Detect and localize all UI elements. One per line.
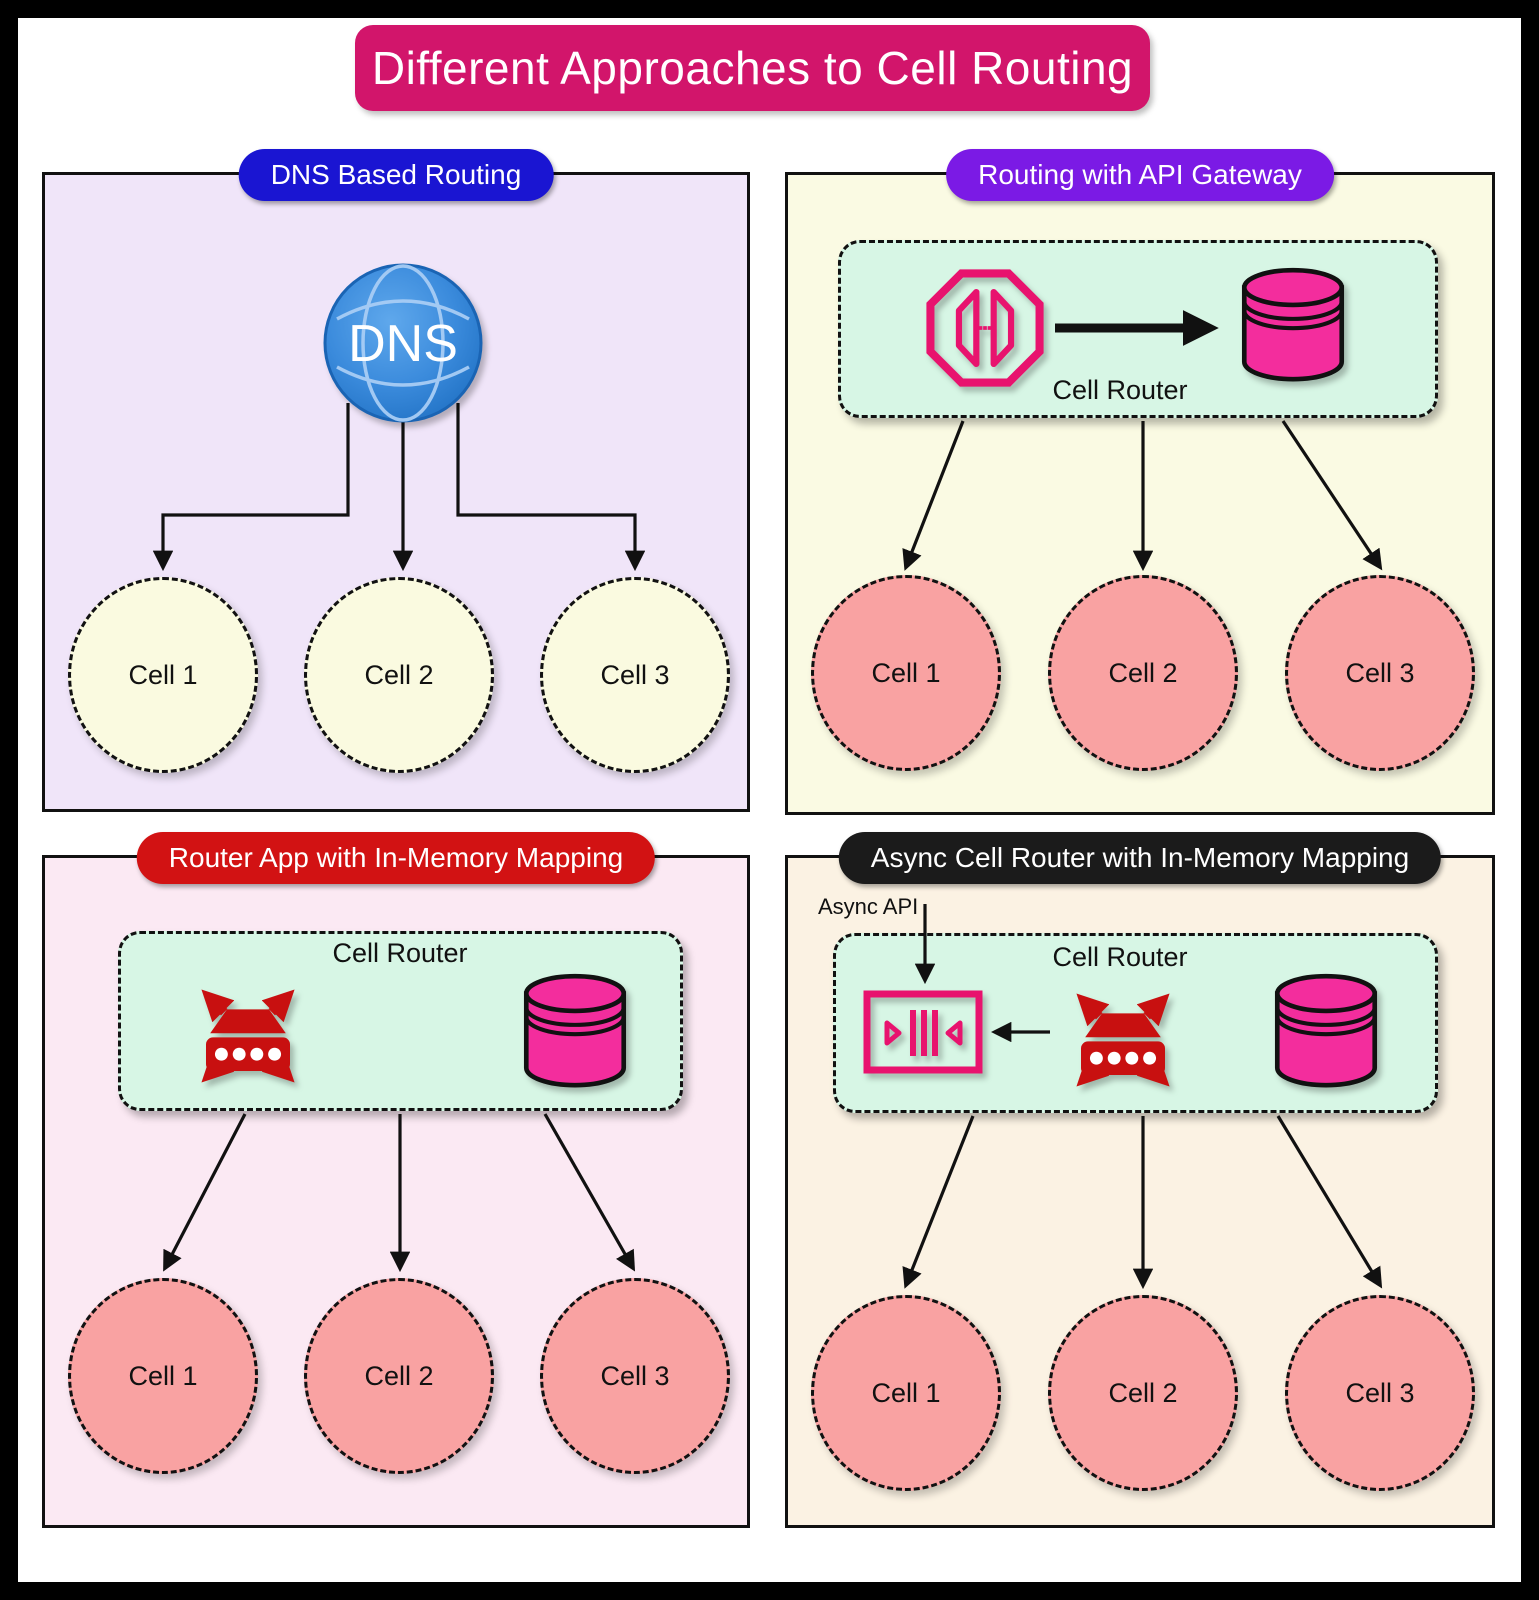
- cell-router-label: Cell Router: [1052, 942, 1188, 972]
- message-queue-icon: [863, 990, 983, 1074]
- panel-router-app: Router App with In-Memory Mapping Cell R…: [42, 832, 750, 1528]
- async-api-label: Async API: [818, 894, 919, 919]
- panel-title-api-gateway: Routing with API Gateway: [946, 149, 1334, 201]
- cell-router-label: Cell Router: [1052, 375, 1188, 405]
- cell-label: Cell 2: [1108, 1377, 1178, 1408]
- panel-async-cell-router: Async Cell Router with In-Memory Mapping…: [785, 832, 1495, 1528]
- cell-label: Cell 2: [1108, 657, 1178, 688]
- cell-node: Cell 3: [1285, 575, 1475, 771]
- cell-node: Cell 2: [304, 577, 494, 773]
- cell-node: Cell 1: [811, 575, 1001, 771]
- database-icon: [1268, 970, 1384, 1096]
- cell-router-label: Cell Router: [332, 938, 468, 968]
- cell-label: Cell 1: [871, 1377, 941, 1408]
- cell-label: Cell 1: [128, 659, 198, 690]
- cell-label: Cell 1: [871, 657, 941, 688]
- cell-node: Cell 1: [68, 577, 258, 773]
- cell-node: Cell 1: [68, 1278, 258, 1474]
- panel-dns-based-routing: DNS Based Routing: [42, 149, 750, 812]
- cell-label: Cell 2: [364, 1360, 434, 1391]
- router-icon: [1053, 970, 1193, 1110]
- dns-globe-icon: DNS: [321, 261, 485, 425]
- cell-label: Cell 3: [600, 1360, 670, 1391]
- cell-node: Cell 3: [540, 577, 730, 773]
- page-title: Different Approaches to Cell Routing: [355, 25, 1150, 111]
- panel-title-router-app: Router App with In-Memory Mapping: [136, 832, 656, 884]
- cell-node: Cell 2: [304, 1278, 494, 1474]
- cell-node: Cell 3: [1285, 1295, 1475, 1491]
- cell-label: Cell 3: [1345, 657, 1415, 688]
- database-icon: [1235, 264, 1351, 390]
- cell-node: Cell 2: [1048, 1295, 1238, 1491]
- router-icon: [178, 966, 318, 1106]
- panel-title-async-router: Async Cell Router with In-Memory Mapping: [838, 832, 1442, 884]
- cell-label: Cell 3: [600, 659, 670, 690]
- cell-label: Cell 1: [128, 1360, 198, 1391]
- cell-node: Cell 3: [540, 1278, 730, 1474]
- dns-globe-text: DNS: [348, 315, 458, 373]
- database-icon: [517, 970, 633, 1096]
- panel-api-gateway-routing: Routing with API Gateway: [785, 149, 1495, 815]
- panel-title-dns: DNS Based Routing: [238, 149, 554, 201]
- api-gateway-icon: [923, 266, 1047, 390]
- cell-label: Cell 3: [1345, 1377, 1415, 1408]
- cell-label: Cell 2: [364, 659, 434, 690]
- cell-node: Cell 2: [1048, 575, 1238, 771]
- cell-node: Cell 1: [811, 1295, 1001, 1491]
